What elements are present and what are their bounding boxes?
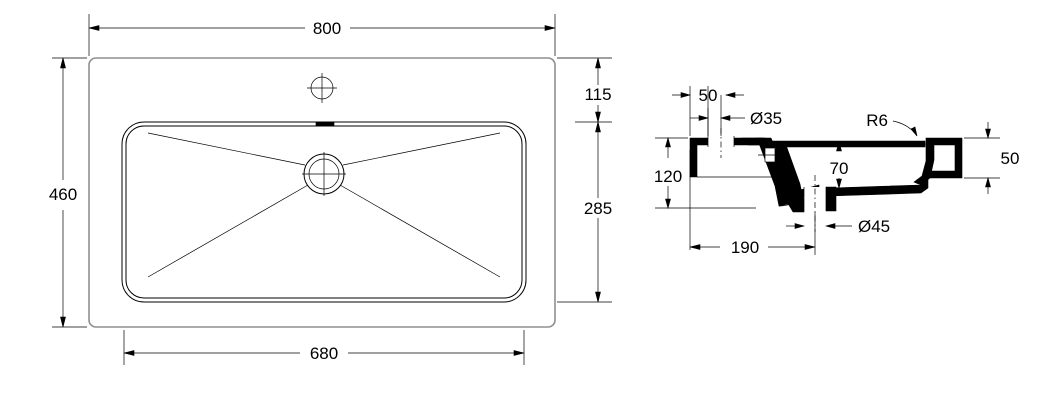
overflow-slot bbox=[315, 122, 335, 127]
drain-hole bbox=[302, 152, 346, 196]
dim-drain-offset-label: 190 bbox=[731, 238, 759, 257]
dim-overall-height: 120 bbox=[654, 136, 682, 210]
tap-hole bbox=[307, 73, 337, 103]
section-view: 50 Ø35 R6 bbox=[654, 86, 1020, 257]
dim-drain-offset: 190 bbox=[689, 212, 816, 257]
dim-rim-height-right: 50 bbox=[985, 122, 1020, 194]
dim-waste-diameter-label: Ø45 bbox=[858, 217, 890, 236]
dim-tap-hole-offset-label: 115 bbox=[584, 85, 611, 104]
dim-rim-width-label: 50 bbox=[699, 86, 718, 105]
section-waste-opening bbox=[803, 175, 827, 232]
basin-slope-lines bbox=[147, 132, 501, 278]
section-right-extension-lines bbox=[964, 137, 1000, 179]
dim-basin-internal-depth-label: 70 bbox=[830, 159, 849, 178]
plan-basin-width-extension-lines bbox=[123, 330, 525, 365]
dim-basin-internal-depth: 70 bbox=[830, 140, 849, 190]
dim-waste-diameter: Ø45 bbox=[786, 217, 890, 236]
basin-rim-outer bbox=[121, 121, 527, 303]
plan-depth-extension-lines bbox=[52, 57, 87, 328]
plan-right-extension-lines bbox=[557, 57, 612, 303]
dim-overall-width-label: 800 bbox=[313, 19, 341, 38]
dim-overall-depth-label: 460 bbox=[49, 185, 77, 204]
dim-overall-width: 800 bbox=[88, 19, 556, 38]
plan-width-extension-lines bbox=[88, 14, 556, 56]
dim-basin-depth: 285 bbox=[584, 121, 612, 303]
dim-tap-hole-diameter: Ø35 bbox=[690, 108, 782, 136]
dim-basin-depth-label: 285 bbox=[584, 199, 612, 218]
dim-rim-height-right-label: 50 bbox=[1001, 149, 1020, 168]
countertop-outline bbox=[88, 57, 556, 328]
section-left-extension-lines bbox=[655, 137, 756, 250]
dim-corner-radius-label: R6 bbox=[866, 111, 888, 130]
dim-overall-depth: 460 bbox=[49, 57, 77, 328]
section-thin-lines bbox=[697, 176, 805, 207]
dim-corner-radius: R6 bbox=[866, 111, 918, 137]
section-overflow-hole bbox=[758, 147, 785, 163]
dim-basin-width-label: 680 bbox=[310, 344, 338, 363]
dim-tap-hole-diameter-label: Ø35 bbox=[750, 109, 782, 128]
section-right-rim-cavity bbox=[936, 147, 954, 169]
dim-overall-height-label: 120 bbox=[654, 167, 682, 186]
dim-basin-width: 680 bbox=[123, 344, 525, 363]
dim-tap-hole-offset: 115 bbox=[584, 57, 612, 123]
basin-rim-inner bbox=[125, 125, 523, 299]
plan-view: 800 460 bbox=[49, 14, 612, 365]
dim-rim-width: 50 bbox=[672, 86, 744, 105]
